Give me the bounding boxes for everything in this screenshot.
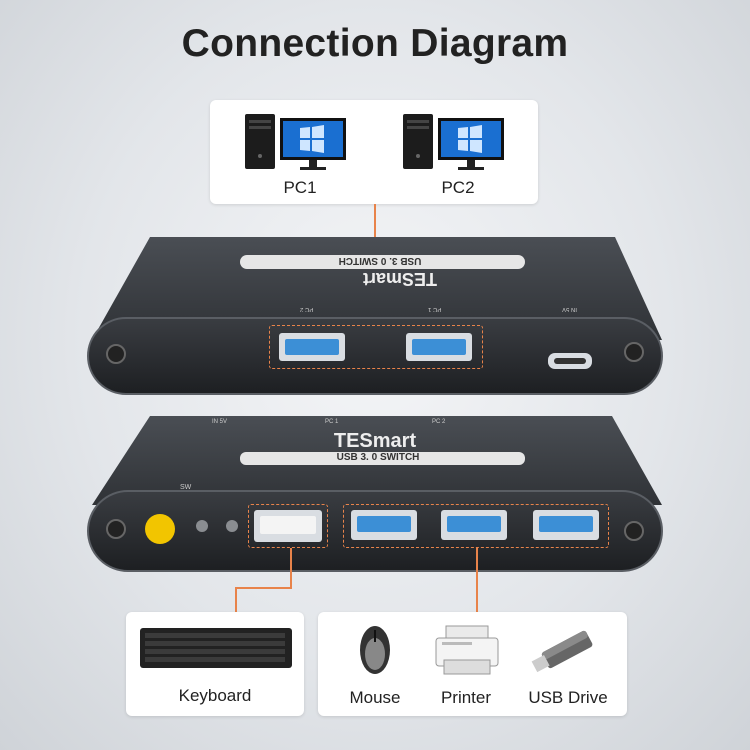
page-title: Connection Diagram (181, 22, 569, 65)
mouse-label: Mouse (349, 688, 401, 707)
pc2-label: PC2 (441, 178, 475, 197)
keyboard-icon (140, 628, 292, 668)
switch-model-bottom: USB 3. 0 SWITCH (336, 452, 420, 463)
port-label-pc1-bottom: PC 1 (325, 419, 339, 425)
port-label-in5v-bottom: IN 5V (212, 419, 228, 425)
desktop-computer-icon (403, 114, 504, 170)
keyboard-connector-h (235, 587, 292, 589)
switch-brand-bottom: TESmart (333, 430, 417, 452)
port-label-pc2-bottom: PC 2 (432, 419, 446, 425)
desktop-computer-icon (245, 114, 346, 170)
peripherals-card: Mouse Printer USB Drive (318, 612, 627, 716)
sw-label: SW (180, 484, 192, 491)
pc1-label: PC1 (283, 178, 317, 197)
peripheral-connector-line (476, 548, 478, 612)
printer-label: Printer (440, 688, 492, 707)
pc-ports-highlight (269, 325, 483, 369)
peripheral-ports-highlight (343, 504, 609, 548)
keyboard-card: Keyboard (126, 612, 304, 716)
keyboard-connector-v1 (290, 548, 292, 588)
keyboard-connector-v2 (235, 587, 237, 612)
usb-drive-icon (531, 630, 593, 673)
keyboard-port-highlight (248, 504, 328, 548)
printer-icon (435, 625, 499, 675)
usb-drive-label: USB Drive (528, 688, 608, 707)
keyboard-label: Keyboard (178, 686, 252, 705)
pc-card: PC1 PC2 (210, 100, 538, 204)
mouse-icon (360, 626, 390, 674)
